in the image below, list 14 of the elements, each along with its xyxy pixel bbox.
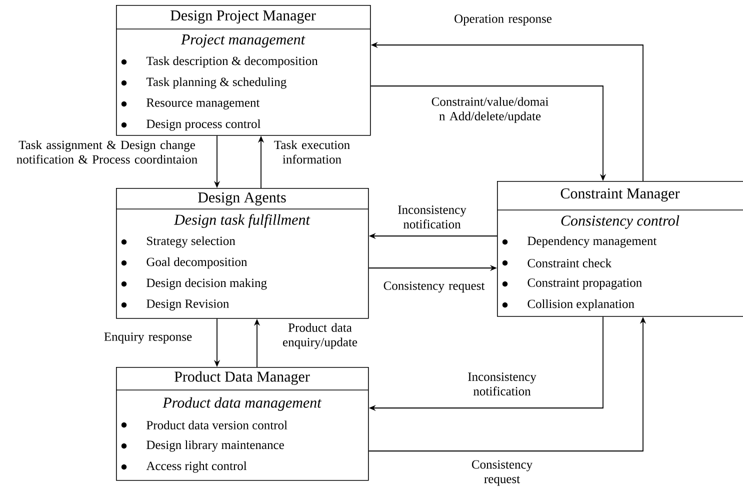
manager-box: Constraint Manager Consistency control Dependency management Constraint check Constraint propagation Collision explanation [496, 181, 743, 317]
manager-box: Design Project Manager Project management Task description & decomposition Task planning & scheduling Resource management Design process control [116, 5, 371, 136]
edge-label: Consistency request [472, 460, 532, 486]
edge-label: Operation response [454, 14, 552, 26]
edge-label: Enquiry response [104, 332, 192, 344]
edge-label: Consistency request [384, 282, 485, 292]
manager-box: Product Data Manager Product data management Product data version control Design library maintenance Access right control [116, 367, 369, 481]
manager-box: Design Agents Design task fulfillment Strategy selection Goal decomposition Design decision making Design Revision [116, 188, 369, 319]
edge-label: Inconsistency notification [398, 206, 466, 228]
edge-label: Task assignment & Design change notification & Process coordintaion [16, 140, 198, 164]
edge-label: Product data enquiry/update [283, 323, 358, 349]
edge-label: Task execution information [274, 140, 350, 164]
edge-label: Constraint/value/domai n Add/delete/update [432, 97, 548, 123]
edge-label: Inconsistency notification [468, 372, 536, 396]
